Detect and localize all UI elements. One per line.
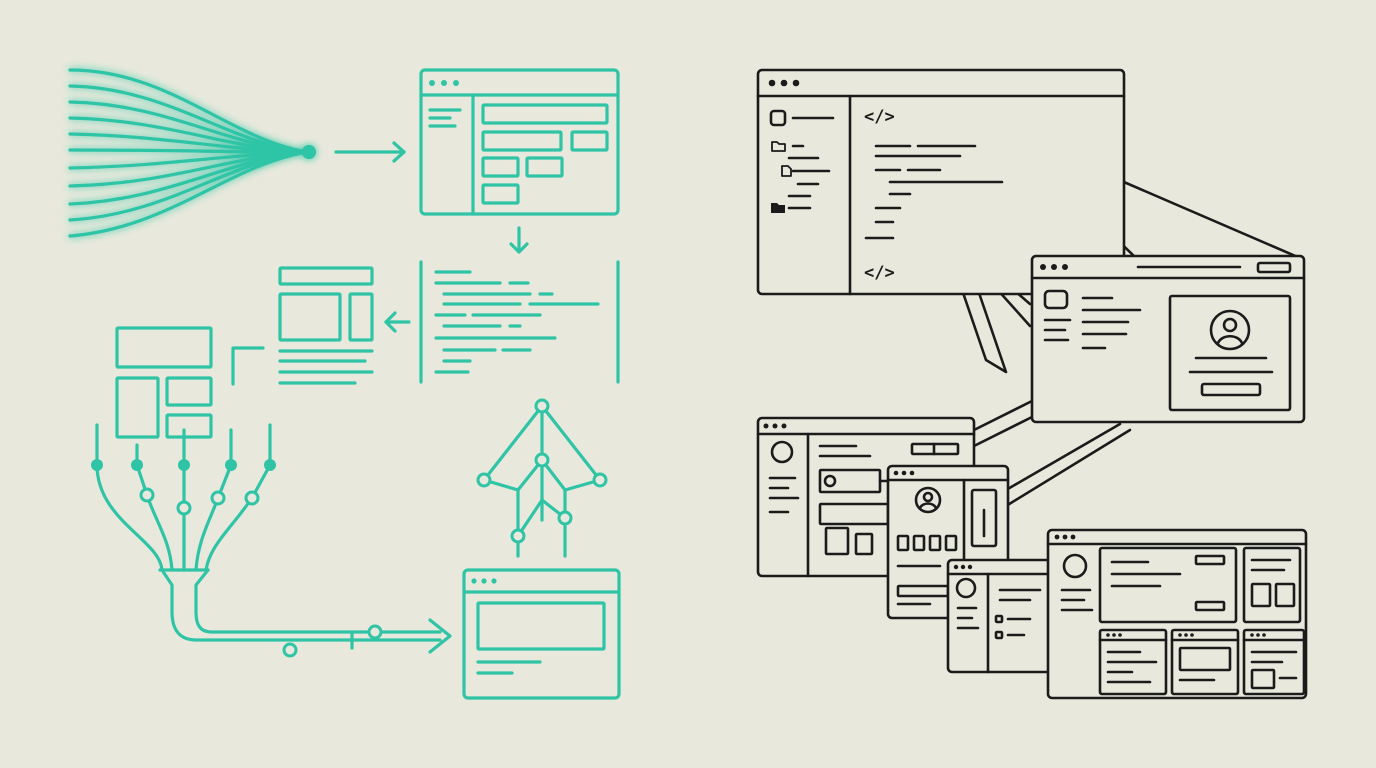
- wireframe-document: [231, 266, 374, 386]
- window-dots: [1054, 534, 1266, 637]
- arrow-right-icon: [334, 141, 406, 163]
- tree-branch-nodes: [139, 487, 383, 658]
- code-panel: [419, 260, 620, 384]
- convergence-node: [302, 145, 316, 159]
- code-editor-window: </> </>: [756, 68, 1126, 296]
- browser-window-output: [462, 568, 621, 700]
- tree-root-nodes: [91, 459, 276, 471]
- component-blocks: [115, 326, 213, 439]
- user-avatar-icon: [1209, 309, 1251, 351]
- code-tag-top: </>: [864, 107, 895, 127]
- window-connectors: [972, 398, 1132, 508]
- window-dots: [429, 80, 459, 86]
- dashboard-window-large: [1046, 528, 1308, 700]
- window-dots: [471, 578, 497, 584]
- browser-window-layout: [419, 68, 620, 216]
- profile-window: [1030, 254, 1306, 424]
- upward-branch-tree: [482, 404, 602, 558]
- arrow-down-icon: [509, 226, 529, 254]
- code-tag-bottom: </>: [864, 263, 895, 283]
- file-icon: [781, 165, 792, 177]
- window-dots: [763, 423, 787, 429]
- window-dots: [1040, 264, 1068, 270]
- folder-icon: [771, 141, 786, 152]
- sidebar-window-small: [946, 558, 1060, 674]
- arrow-left-icon: [384, 311, 411, 333]
- upward-tree-nodes: [476, 398, 608, 544]
- merge-tree: [95, 423, 452, 654]
- window-dots: [893, 470, 915, 476]
- window-dots: [953, 564, 973, 570]
- folder-icon: [771, 203, 785, 213]
- user-avatar-icon: [914, 486, 942, 514]
- window-dots: [768, 79, 800, 87]
- converging-lines-fan: [68, 68, 310, 238]
